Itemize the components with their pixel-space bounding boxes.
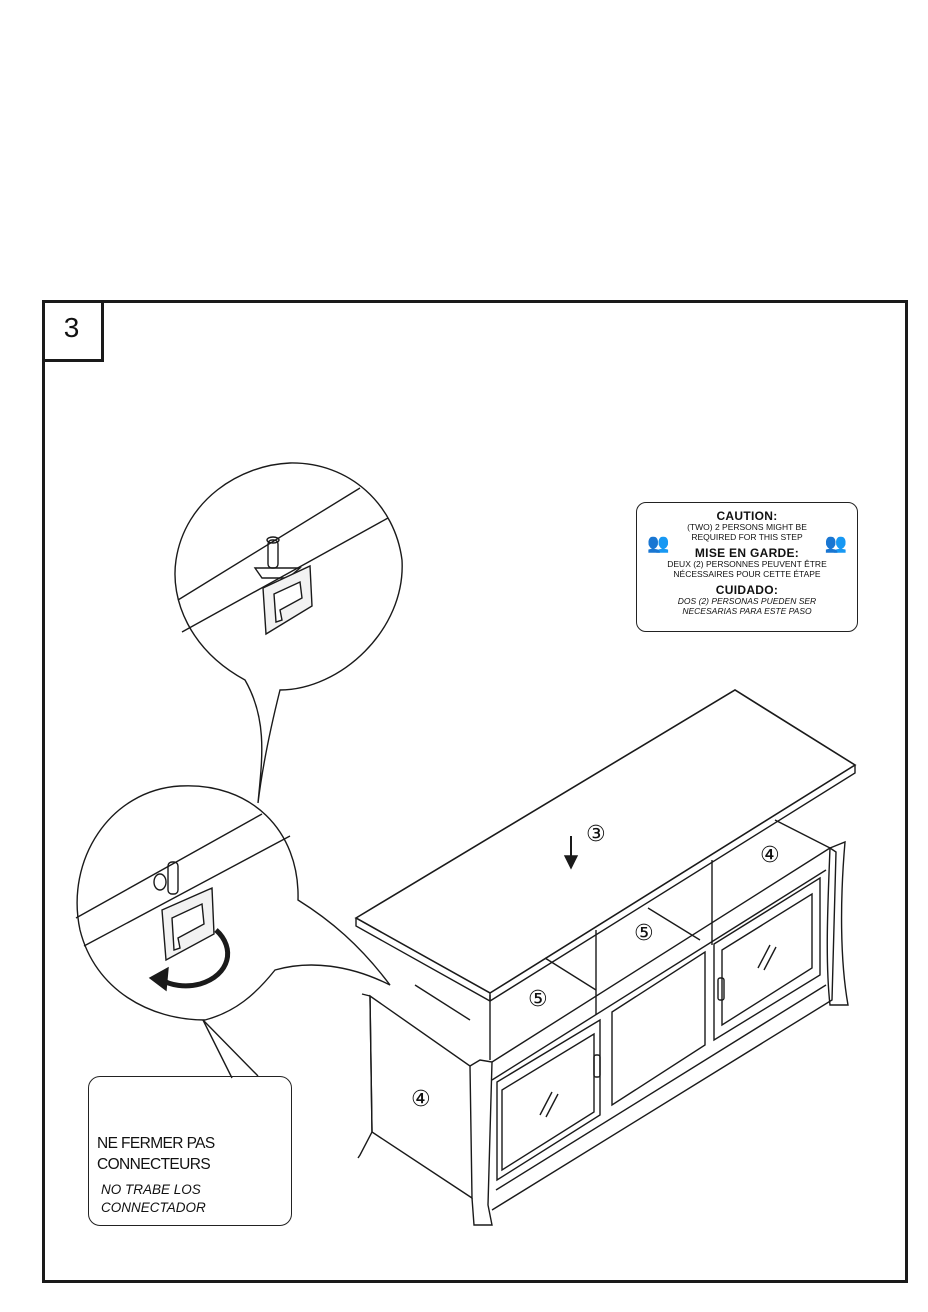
part-label-side-right: ④ [760,843,780,868]
part-label-side-left: ④ [411,1087,431,1112]
caution-box: 👥 👥 CAUTION: (TWO) 2 PERSONS MIGHT BE RE… [636,502,858,632]
part-label-shelf-left: ⑤ [528,987,548,1012]
upper-cam-connector [255,537,312,634]
part-label-shelf-center: ⑤ [634,921,654,946]
caution-title-es: CUIDADO: [637,583,857,597]
note-line-fr-2: CONNECTEURS [97,1154,215,1175]
two-persons-icon: 👥 [647,533,669,554]
note-line-es-2: CONNECTADOR [101,1199,206,1217]
caution-line-es-2: NECESARIAS PARA ESTE PASO [637,607,857,617]
part-label-top: ③ [586,822,606,847]
note-line-fr-1: NE FERMER PAS [97,1133,215,1154]
lower-cam-connector [154,862,214,960]
connector-note-box: NE FERMER PAS CONNECTEURS NO TRABE LOS C… [88,1076,292,1226]
caution-line-fr-2: NÉCESSAIRES POUR CETTE ÉTAPE [637,570,857,580]
lower-detail-bubble [77,786,390,1020]
note-line-es-1: NO TRABE LOS [101,1181,206,1199]
caution-title-en: CAUTION: [637,509,857,523]
two-persons-icon: 👥 [825,533,847,554]
upper-detail-bubble [175,463,402,803]
